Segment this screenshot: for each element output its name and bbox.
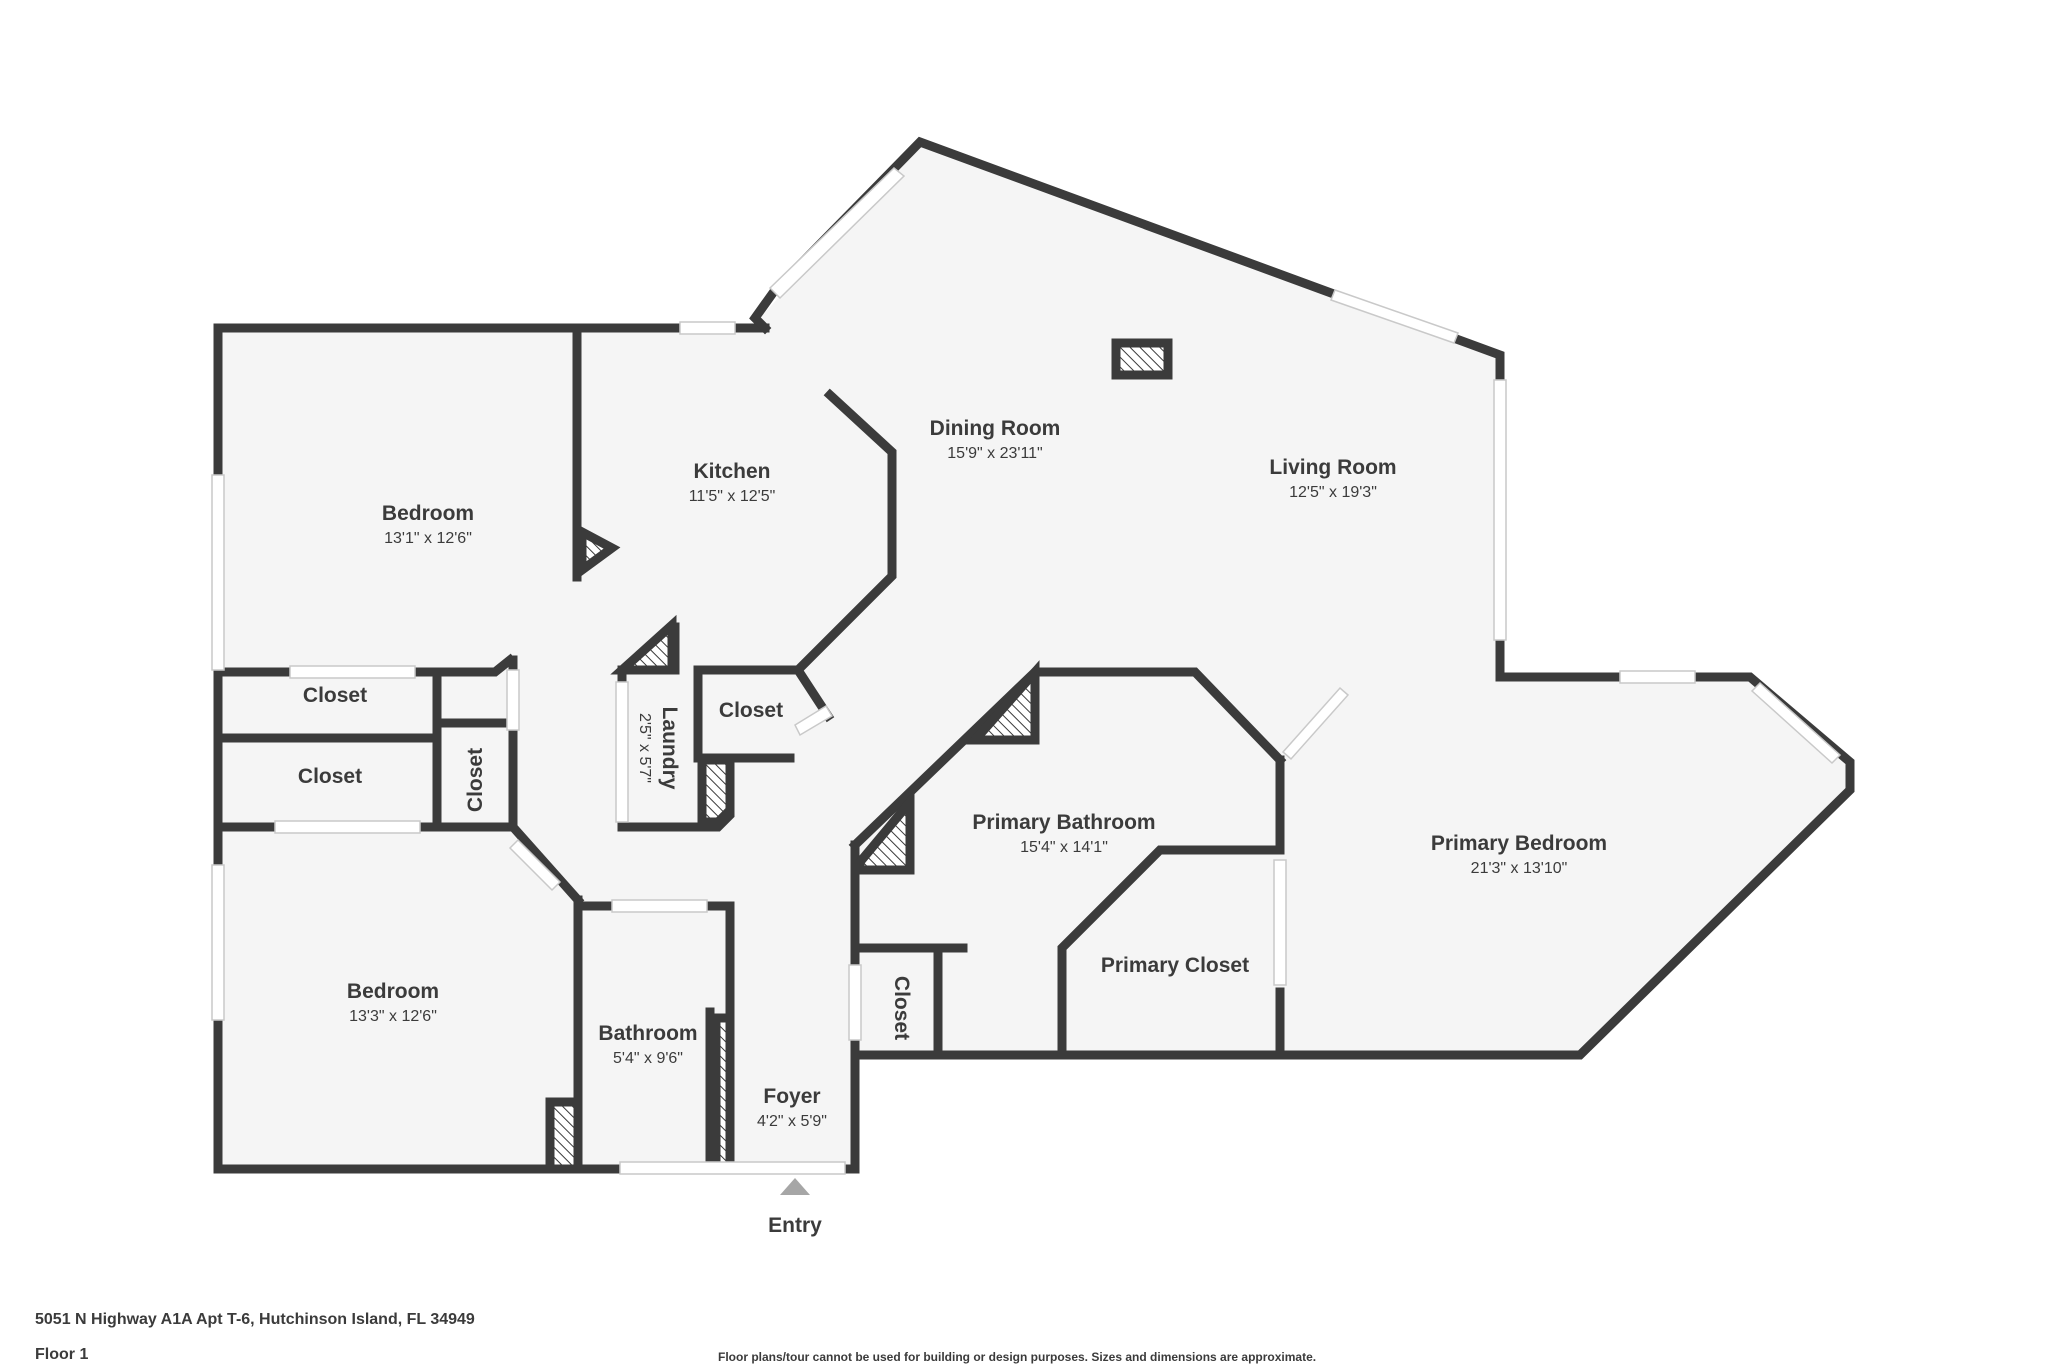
dining-room-dims: 15'9" x 23'11" <box>947 445 1042 462</box>
primary-bathroom-name: Primary Bathroom <box>972 811 1155 834</box>
windows <box>211 167 1842 1175</box>
kitchen-name: Kitchen <box>693 460 770 483</box>
laundry-name: Laundry <box>658 707 681 790</box>
bedroom-1-name: Bedroom <box>382 502 474 525</box>
bathroom-dims: 5'4" x 9'6" <box>613 1050 683 1067</box>
living-room-name: Living Room <box>1269 456 1396 479</box>
foyer-name: Foyer <box>763 1085 820 1108</box>
room-labels: Bedroom 13'1" x 12'6" Kitchen 11'5" x 12… <box>298 417 1607 1130</box>
bedroom-1-dims: 13'1" x 12'6" <box>384 530 472 547</box>
closet-3-name: Closet <box>464 748 487 812</box>
entry-label: Entry <box>768 1214 822 1237</box>
disclaimer-text: Floor plans/tour cannot be used for buil… <box>718 1350 1317 1364</box>
laundry-dims: 2'5" x 5'7" <box>636 713 653 783</box>
bedroom-2-dims: 13'3" x 12'6" <box>349 1008 437 1025</box>
address-text: 5051 N Highway A1A Apt T-6, Hutchinson I… <box>35 1311 475 1328</box>
closet-1-name: Closet <box>303 684 367 707</box>
primary-bedroom-dims: 21'3" x 13'10" <box>1471 860 1568 877</box>
primary-bathroom-dims: 15'4" x 14'1" <box>1020 839 1108 856</box>
living-room-dims: 12'5" x 19'3" <box>1289 484 1377 501</box>
primary-bedroom-name: Primary Bedroom <box>1431 832 1607 855</box>
closet-2-name: Closet <box>298 765 362 788</box>
closet-4-name: Closet <box>719 699 783 722</box>
dining-room-name: Dining Room <box>930 417 1061 440</box>
floor-area <box>218 142 1850 1169</box>
closet-5-name: Closet <box>890 976 913 1040</box>
foyer-dims: 4'2" x 5'9" <box>757 1113 827 1130</box>
bathroom-name: Bathroom <box>598 1022 697 1045</box>
hatched-fixtures <box>545 338 1173 1174</box>
primary-closet-name: Primary Closet <box>1101 954 1249 977</box>
floor-label: Floor 1 <box>35 1346 89 1363</box>
kitchen-dims: 11'5" x 12'5" <box>689 488 776 505</box>
entry-arrow-icon <box>780 1178 810 1195</box>
bedroom-2-name: Bedroom <box>347 980 439 1003</box>
